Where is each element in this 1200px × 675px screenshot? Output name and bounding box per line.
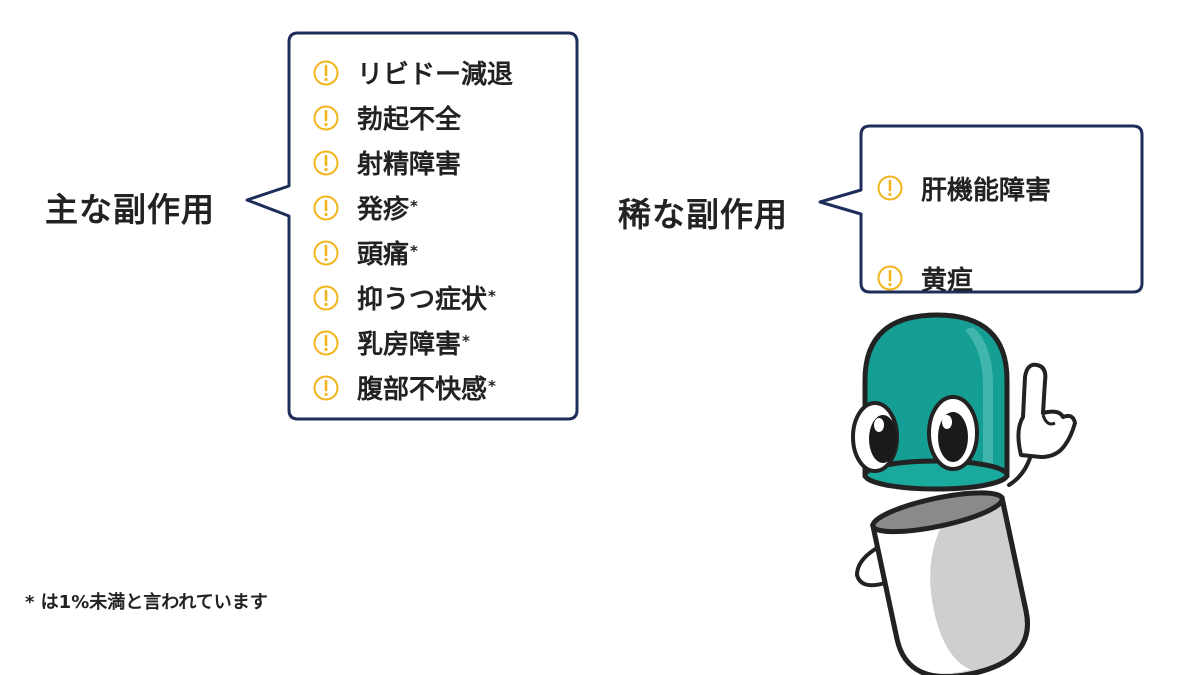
rarity-asterisk: * xyxy=(462,331,470,350)
rare-side-effects-list: 肝機能障害黄疸 xyxy=(877,143,1051,323)
side-effect-label: 射精障害 xyxy=(357,150,462,180)
side-effect-label: 肝機能障害 xyxy=(921,175,1052,206)
side-effect-label: 腹部不快感 xyxy=(357,375,488,405)
rarity-asterisk: * xyxy=(488,286,496,305)
footnote: * は1%未満と言われています xyxy=(25,592,268,613)
side-effect-item: 腹部不快感* xyxy=(313,365,513,410)
side-effect-item: 黄疸 xyxy=(877,233,1051,323)
rarity-asterisk: * xyxy=(488,376,496,395)
side-effect-item: 発疹* xyxy=(313,185,513,230)
main-side-effects-heading: 主な副作用 xyxy=(45,190,215,229)
rare-side-effects-heading: 稀な副作用 xyxy=(618,195,788,234)
side-effect-item: 抑うつ症状* xyxy=(313,275,513,320)
exclamation-circle-icon xyxy=(313,60,339,85)
capsule-mascot-illustration xyxy=(851,312,1077,675)
rarity-asterisk: * xyxy=(410,241,418,260)
side-effect-item: リビドー減退 xyxy=(313,50,513,95)
side-effect-label: 発疹 xyxy=(357,195,410,225)
side-effect-item: 頭痛* xyxy=(313,230,513,275)
exclamation-circle-icon xyxy=(877,265,903,291)
side-effect-item: 肝機能障害 xyxy=(877,143,1051,233)
main-side-effects-list: リビドー減退勃起不全射精障害発疹*頭痛*抑うつ症状*乳房障害*腹部不快感* xyxy=(313,50,513,410)
rare-effects-bubble xyxy=(818,124,1144,294)
exclamation-circle-icon xyxy=(877,175,903,201)
exclamation-circle-icon xyxy=(313,375,339,400)
exclamation-circle-icon xyxy=(313,330,339,355)
side-effect-item: 乳房障害* xyxy=(313,320,513,365)
side-effect-item: 勃起不全 xyxy=(313,95,513,140)
exclamation-circle-icon xyxy=(313,105,339,130)
side-effect-label: 勃起不全 xyxy=(357,105,462,135)
exclamation-circle-icon xyxy=(313,150,339,175)
side-effect-label: 黄疸 xyxy=(921,265,974,296)
side-effect-label: 抑うつ症状 xyxy=(357,285,488,315)
exclamation-circle-icon xyxy=(313,240,339,265)
side-effect-label: リビドー減退 xyxy=(357,60,514,90)
side-effect-label: 乳房障害 xyxy=(357,330,462,360)
side-effect-label: 頭痛 xyxy=(357,240,410,270)
rarity-asterisk: * xyxy=(410,196,418,215)
side-effect-item: 射精障害 xyxy=(313,140,513,185)
exclamation-circle-icon xyxy=(313,195,339,220)
exclamation-circle-icon xyxy=(313,285,339,310)
